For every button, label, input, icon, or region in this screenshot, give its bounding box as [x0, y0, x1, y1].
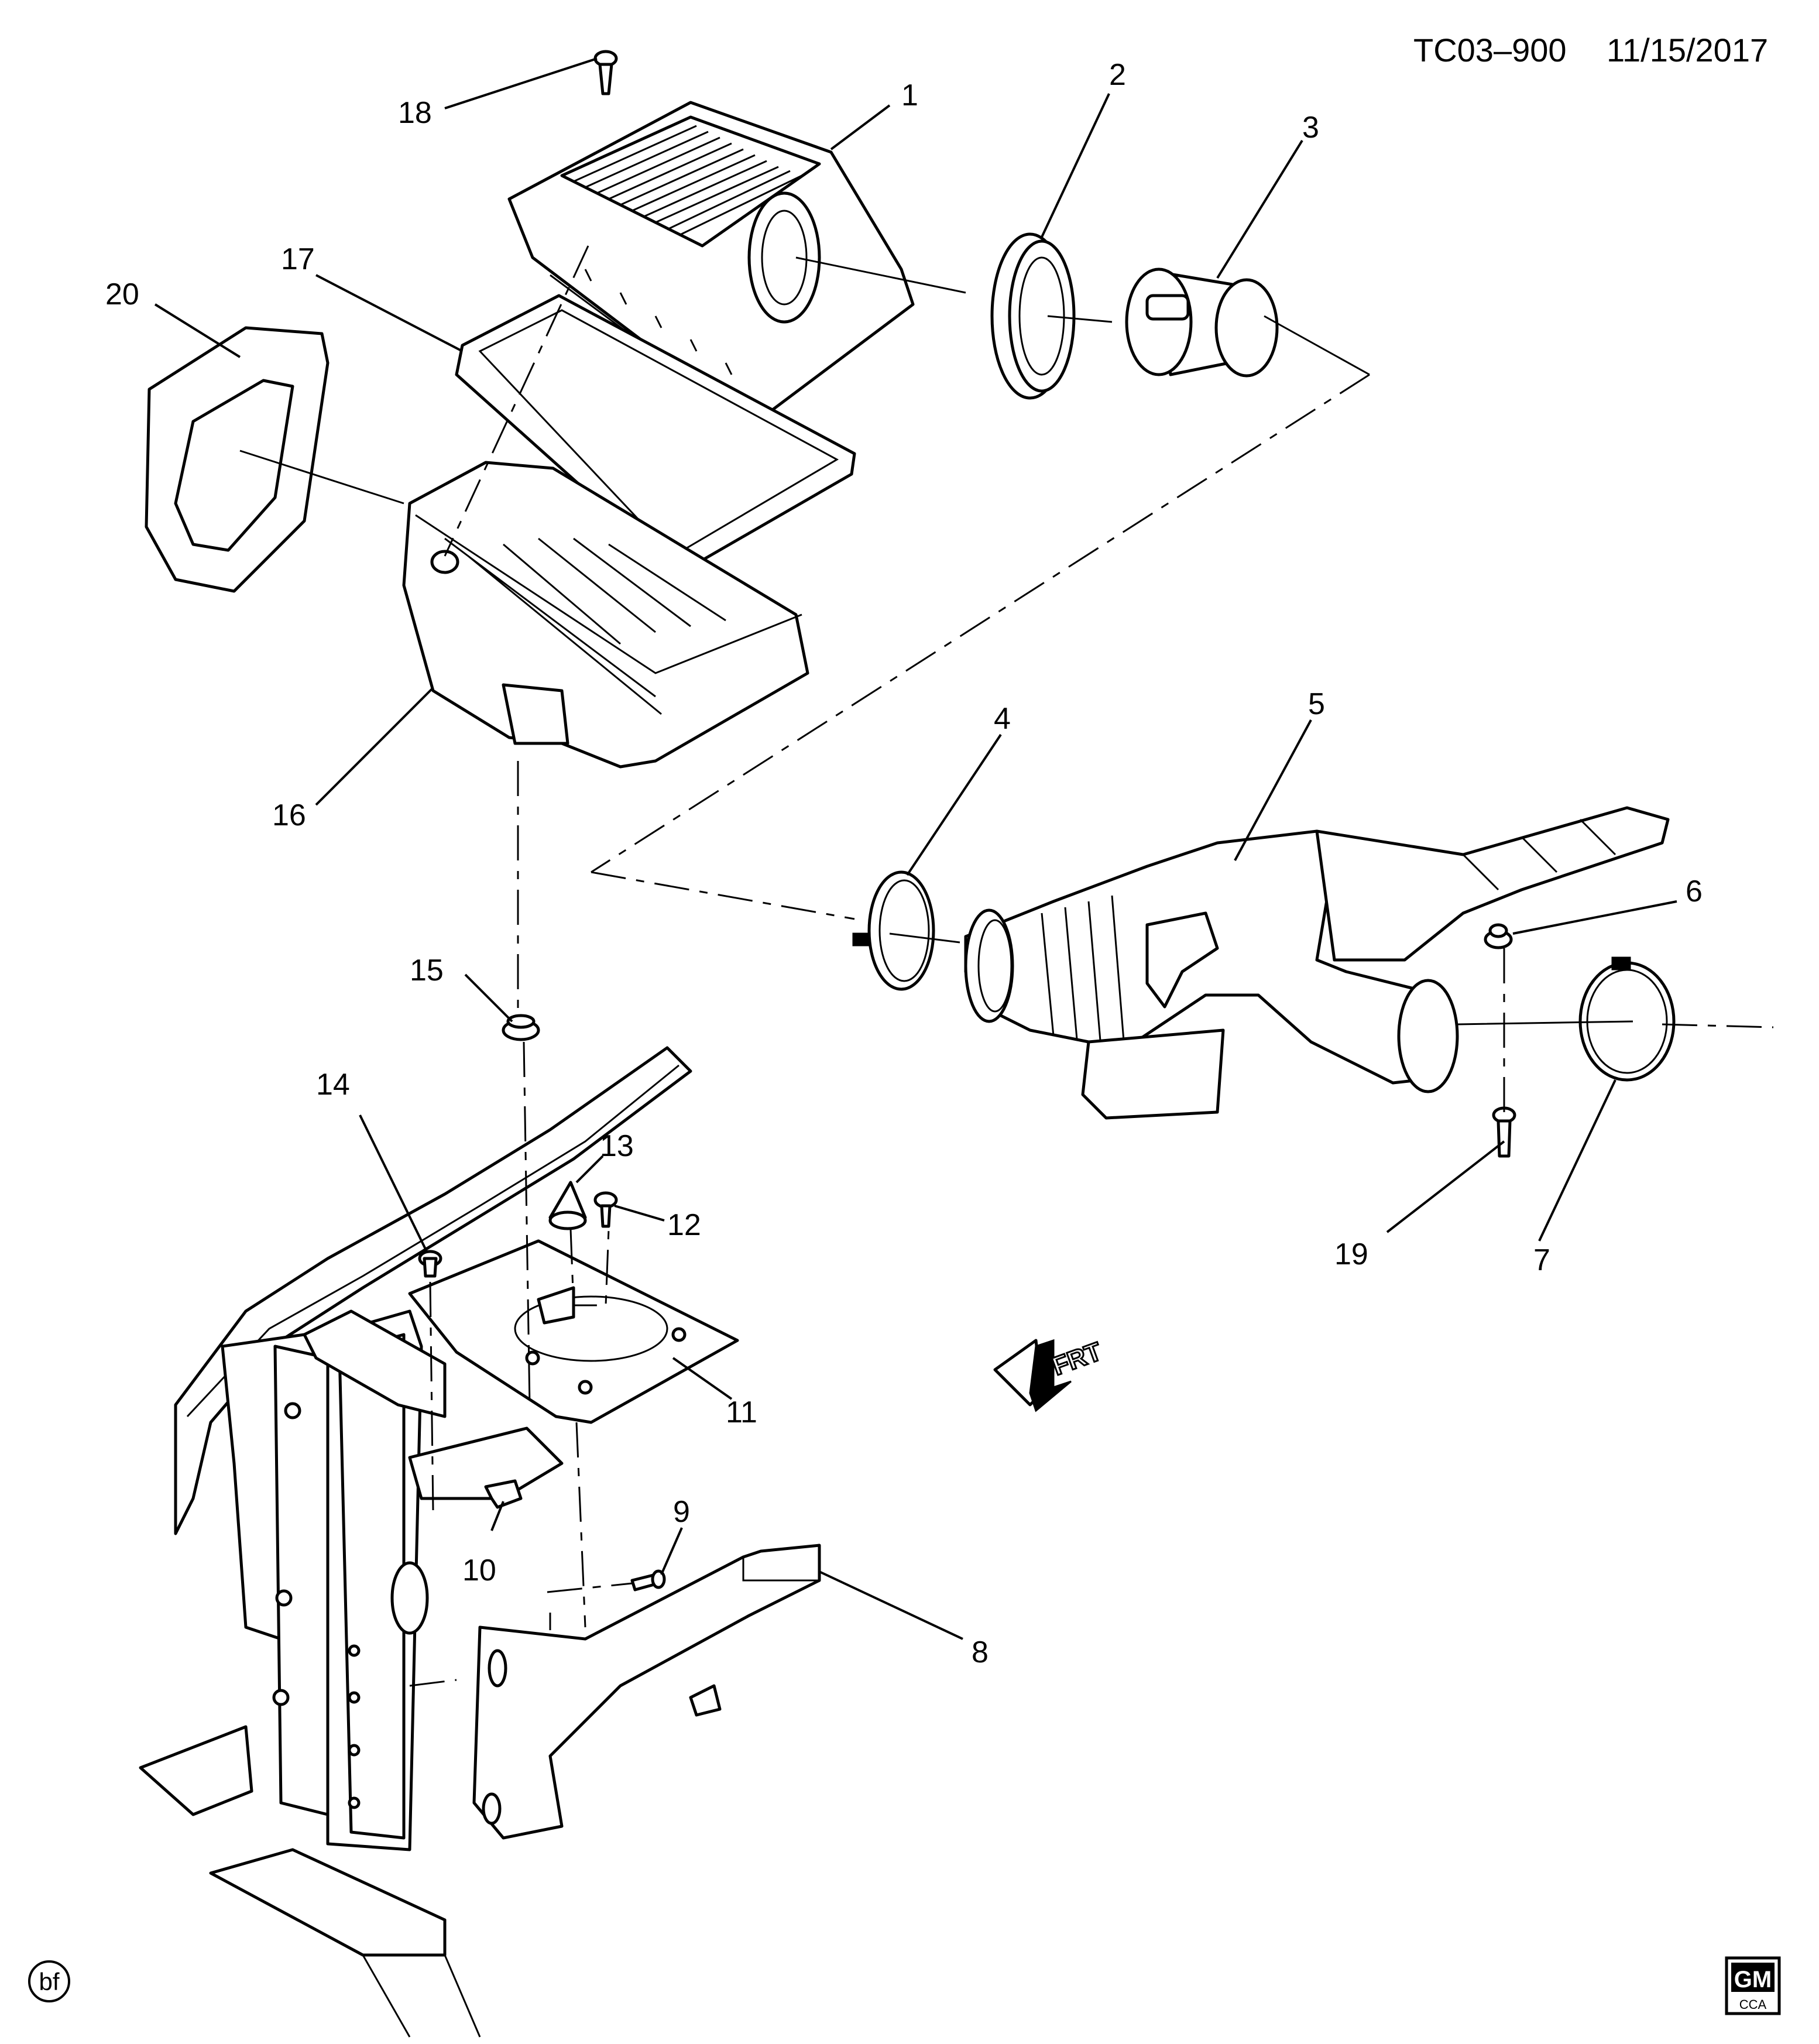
callout-labels: 1 2 3 4 5 6 7 8 9 10 11 12 13 14 15 16 1…	[105, 58, 1703, 1669]
callout-10: 10	[462, 1553, 496, 1587]
callout-15: 15	[410, 954, 444, 987]
air-filter-17	[455, 294, 856, 575]
diagram-code: TC03–900	[1413, 32, 1567, 68]
callout-19: 19	[1334, 1237, 1368, 1271]
clamp-7	[1578, 956, 1676, 1082]
mass-airflow-sensor-3	[1125, 267, 1279, 378]
callout-18: 18	[398, 96, 432, 130]
callout-5: 5	[1308, 687, 1325, 721]
leader-lines	[154, 57, 1677, 1640]
grommet-15	[502, 1014, 540, 1041]
air-cleaner-lower-housing-16	[402, 461, 809, 769]
gm-logo-sub: CCA	[1739, 1997, 1767, 2012]
diagram-date: 11/15/2017	[1607, 32, 1768, 68]
vehicle-body-structure	[139, 1046, 692, 2038]
illustrator-initials: bf	[39, 1968, 59, 1995]
callout-9: 9	[673, 1495, 690, 1529]
bracket-11	[408, 1239, 739, 1424]
callout-16: 16	[272, 798, 306, 832]
callout-12: 12	[667, 1208, 701, 1242]
callout-8: 8	[972, 1635, 989, 1669]
callout-17: 17	[281, 242, 315, 276]
clip-10	[484, 1479, 523, 1509]
assembly-lines	[239, 245, 1774, 1687]
hose-clamp-4	[852, 870, 935, 991]
bolt-12	[593, 1191, 618, 1228]
callout-1: 1	[901, 78, 918, 112]
callout-4: 4	[994, 702, 1011, 736]
callout-14: 14	[316, 1068, 350, 1102]
bolt-18	[593, 50, 618, 95]
callout-3: 3	[1302, 111, 1319, 145]
callout-11: 11	[726, 1395, 757, 1429]
nut-6	[1484, 923, 1513, 949]
bolt-9	[630, 1569, 666, 1592]
bolt-19	[1492, 1106, 1516, 1158]
seal-20	[145, 326, 330, 593]
callout-6: 6	[1686, 874, 1703, 908]
callout-20: 20	[105, 277, 139, 311]
push-pin-13	[548, 1181, 587, 1230]
clamp-ring-2	[990, 232, 1076, 400]
front-direction-arrow: FRT	[993, 1336, 1106, 1412]
gm-logo-text: GM	[1734, 1967, 1772, 1992]
callout-2: 2	[1109, 58, 1126, 92]
callout-7: 7	[1533, 1243, 1550, 1277]
brace-8	[472, 1544, 821, 1840]
callout-13: 13	[600, 1129, 634, 1163]
nut-14	[418, 1250, 442, 1278]
illustrator-mark: bf	[28, 1960, 70, 2002]
air-inlet-duct-5	[964, 806, 1670, 1120]
front-direction-label: FRT	[1049, 1337, 1106, 1381]
gm-logo: GM CCA	[1725, 1956, 1781, 2015]
